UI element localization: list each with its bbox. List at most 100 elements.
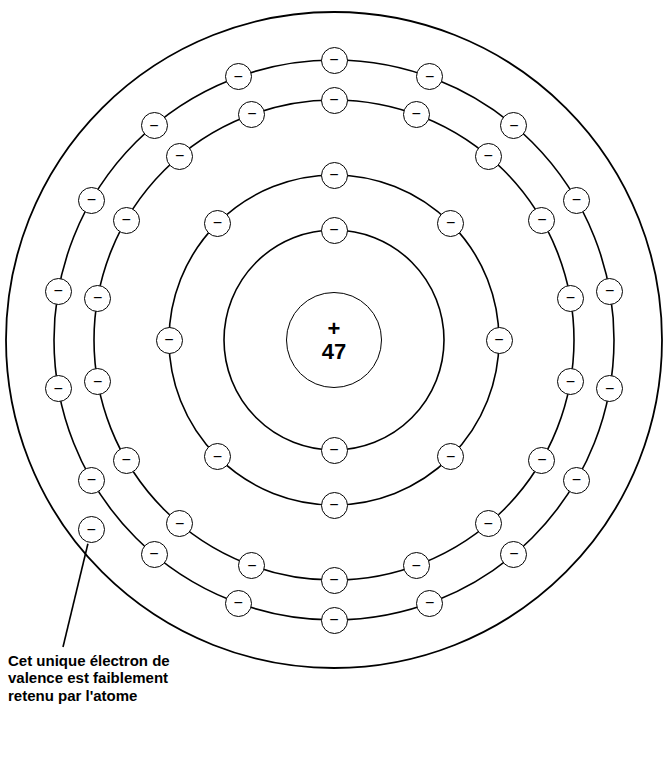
electron-circle: − [557, 285, 584, 312]
node-text-group: − [329, 222, 338, 238]
electron-circle: − [113, 207, 140, 234]
electron-sign: − [425, 595, 434, 611]
node-text-group: − [537, 452, 546, 468]
node-text-group: − [425, 595, 434, 611]
electron-sign: − [494, 332, 503, 348]
electron-sign: − [175, 516, 184, 532]
electron-sign: − [329, 222, 338, 238]
electron-circle: − [528, 447, 555, 474]
node-text-group: − [566, 374, 575, 390]
electron-sign: − [329, 612, 338, 628]
electron-sign: − [566, 374, 575, 390]
electron-sign: − [213, 449, 222, 465]
electron-circle: − [156, 327, 183, 354]
node-text-group: − [54, 381, 63, 397]
electron-sign: − [93, 374, 102, 390]
electron-circle: − [557, 368, 584, 395]
nucleus-circle: +47 [286, 292, 382, 388]
electron-sign: − [87, 522, 96, 538]
electron-sign: − [329, 442, 338, 458]
electron-circle: − [45, 278, 72, 305]
electron-sign: − [425, 69, 434, 85]
node-text-group: − [425, 69, 434, 85]
electron-sign: − [411, 106, 420, 122]
electron-circle: − [596, 375, 623, 402]
electron-circle: − [321, 437, 348, 464]
node-text-group: − [175, 516, 184, 532]
electron-circle: − [321, 217, 348, 244]
node-text-group: − [93, 374, 102, 390]
electron-circle: − [596, 278, 623, 305]
electron-sign: − [509, 546, 518, 562]
node-text-group: − [213, 215, 222, 231]
electron-circle: − [475, 510, 502, 537]
electron-sign: − [87, 472, 96, 488]
electron-circle: − [78, 516, 105, 543]
electron-sign: − [605, 381, 614, 397]
electron-circle: − [238, 101, 265, 128]
node-text-group: − [484, 148, 493, 164]
node-text-group: − [87, 522, 96, 538]
node-text-group: − [175, 148, 184, 164]
node-text-group: − [213, 449, 222, 465]
node-text-group: − [329, 612, 338, 628]
electron-sign: − [329, 167, 338, 183]
electron-circle: − [486, 327, 513, 354]
electron-sign: − [329, 572, 338, 588]
electron-sign: − [234, 69, 243, 85]
node-text-group: − [329, 52, 338, 68]
electron-sign: − [213, 215, 222, 231]
electron-circle: − [166, 143, 193, 170]
electron-sign: − [54, 283, 63, 299]
electron-sign: − [329, 92, 338, 108]
electron-sign: − [121, 212, 130, 228]
node-text-group: − [446, 215, 455, 231]
node-text-group: − [566, 290, 575, 306]
node-text-group: − [446, 449, 455, 465]
electron-sign: − [446, 449, 455, 465]
electron-sign: − [329, 497, 338, 513]
electron-circle: − [321, 607, 348, 634]
electron-sign: − [605, 283, 614, 299]
electron-circle: − [113, 447, 140, 474]
electron-sign: − [329, 52, 338, 68]
node-text-group: − [93, 290, 102, 306]
electron-sign: − [484, 516, 493, 532]
node-text-group: − [329, 572, 338, 588]
node-text-group: − [572, 472, 581, 488]
node-text-group: − [247, 106, 256, 122]
electron-circle: − [563, 467, 590, 494]
node-text-group: − [121, 452, 130, 468]
node-text-group: − [329, 442, 338, 458]
node-text-group: − [234, 595, 243, 611]
atom-outline [6, 12, 662, 668]
electron-sign: − [175, 148, 184, 164]
node-text-group: − [329, 167, 338, 183]
electron-circle: − [204, 443, 231, 470]
electron-sign: − [247, 558, 256, 574]
leader-line [63, 544, 88, 647]
electron-sign: − [234, 595, 243, 611]
node-text-group: − [605, 381, 614, 397]
node-text-group: − [411, 106, 420, 122]
electron-circle: − [500, 541, 527, 568]
electron-sign: − [484, 148, 493, 164]
node-text-group: − [121, 212, 130, 228]
electron-circle: − [225, 590, 252, 617]
electron-circle: − [416, 63, 443, 90]
node-text-group: − [54, 283, 63, 299]
electron-circle: − [437, 443, 464, 470]
electron-circle: − [84, 368, 111, 395]
electron-circle: − [321, 87, 348, 114]
electron-sign: − [566, 290, 575, 306]
electron-circle: − [78, 187, 105, 214]
electron-circle: − [475, 143, 502, 170]
node-text-group: − [494, 332, 503, 348]
electron-circle: − [321, 47, 348, 74]
electron-circle: − [321, 492, 348, 519]
electron-circle: − [204, 210, 231, 237]
node-text-group: − [329, 92, 338, 108]
